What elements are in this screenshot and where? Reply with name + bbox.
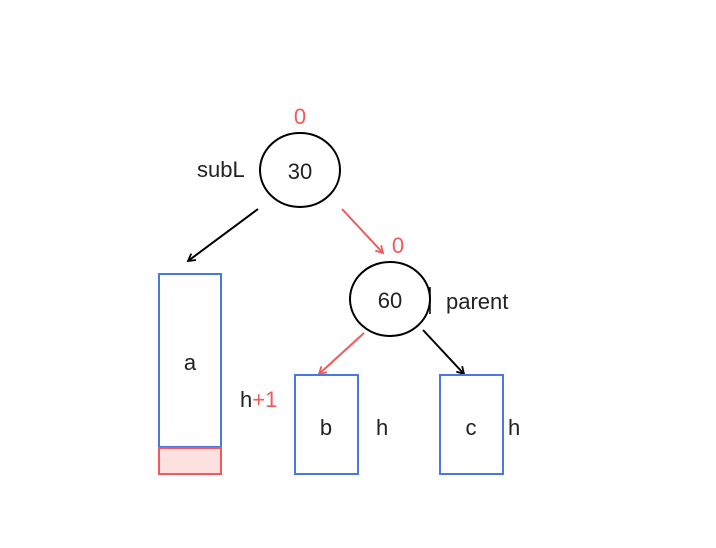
edge-30-to-a	[186, 208, 259, 263]
subtree-c-height: h	[508, 415, 520, 440]
edge-60-to-b	[317, 332, 365, 376]
node-30-name: subL	[197, 157, 245, 182]
subtree-a-height-extra: +1	[252, 387, 277, 412]
subtree-b-label: b	[320, 415, 332, 440]
subtree-c-box	[439, 374, 504, 475]
subtree-a: a	[158, 273, 222, 475]
subtree-a-height: h+1	[240, 387, 277, 412]
node-60-name: parent	[446, 289, 508, 314]
subtree-b: b	[294, 374, 359, 475]
node-60-balance: 0	[392, 233, 404, 258]
node-30-value: 30	[288, 159, 312, 184]
subtree-b-height: h	[376, 415, 388, 440]
subtree-c: c	[439, 374, 504, 475]
subtree-c-label: c	[466, 415, 477, 440]
subtree-a-height-h: h	[240, 387, 252, 412]
subtree-a-extra-level	[158, 447, 222, 475]
edge-30-to-60	[341, 208, 385, 255]
node-30-circle	[259, 132, 341, 208]
node-30: 30	[259, 132, 341, 208]
subtree-b-box	[294, 374, 359, 475]
node-30-balance: 0	[294, 104, 306, 129]
node-60-value: 60	[378, 288, 402, 313]
edge-60-to-c	[422, 329, 466, 376]
subtree-a-label: a	[184, 350, 197, 375]
node-60: 60	[349, 261, 431, 337]
